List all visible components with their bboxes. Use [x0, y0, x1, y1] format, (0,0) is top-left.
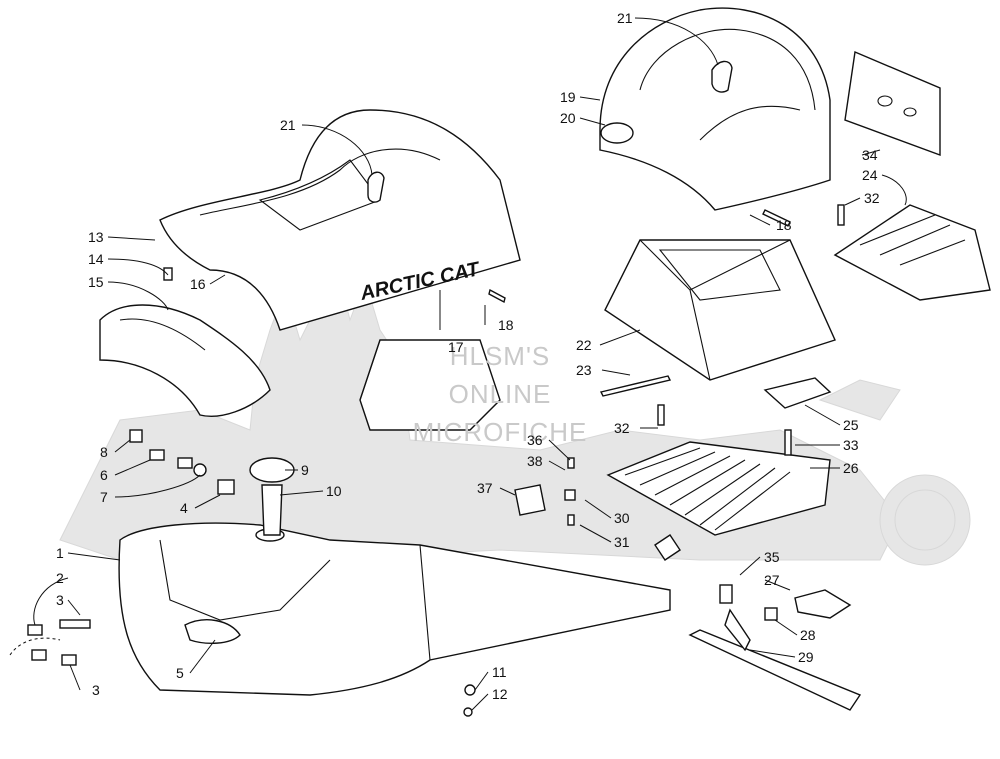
callout-7: 7	[100, 489, 108, 505]
seat-foam-block	[359, 339, 501, 431]
callout-19: 19	[560, 89, 576, 105]
callout-5: 5	[176, 665, 184, 681]
callout-32: 32	[864, 190, 880, 206]
callout-10: 10	[326, 483, 342, 499]
callout-9: 9	[301, 462, 309, 478]
callout-6: 6	[100, 467, 108, 483]
callout-15: 15	[88, 274, 104, 290]
tank-body	[118, 522, 671, 696]
callout-labels: 21 21 19 20 13 14 15 16 18 18 17 34 24 3…	[56, 10, 880, 702]
callout-31: 31	[614, 534, 630, 550]
lower-rail	[688, 629, 862, 711]
callout-23: 23	[576, 362, 592, 378]
rear-pad	[844, 51, 941, 157]
callout-8: 8	[100, 444, 108, 460]
callout-38: 38	[527, 453, 543, 469]
callout-18: 18	[498, 317, 514, 333]
watermark-line-3: MICROFICHE	[413, 417, 588, 447]
callout-28: 28	[800, 627, 816, 643]
callout-1: 1	[56, 545, 64, 561]
floor-mat	[606, 441, 831, 536]
small-bracket	[763, 377, 832, 409]
callout-16: 16	[190, 276, 206, 292]
callout-37: 37	[477, 480, 493, 496]
watermark-text: HLSM'S ONLINE MICROFICHE	[413, 341, 588, 447]
main-seat: ARCTIC CAT	[159, 109, 521, 331]
callout-11: 11	[492, 664, 507, 680]
callout-20: 20	[560, 110, 576, 126]
callout-18: 18	[776, 217, 792, 233]
callout-34: 34	[862, 147, 878, 163]
rear-seat-cover	[599, 7, 831, 211]
callout-24: 24	[862, 167, 878, 183]
callout-36: 36	[527, 432, 543, 448]
callout-35: 35	[764, 549, 780, 565]
side-panel	[99, 304, 271, 417]
callout-3: 3	[56, 592, 64, 608]
callout-30: 30	[614, 510, 630, 526]
watermark-graphic	[59, 258, 971, 566]
callout-17: 17	[448, 339, 464, 355]
watermark-line-2: ONLINE	[449, 379, 552, 409]
storage-box	[604, 239, 836, 381]
callout-26: 26	[843, 460, 859, 476]
callout-25: 25	[843, 417, 859, 433]
callout-33: 33	[843, 437, 859, 453]
callout-12: 12	[492, 686, 508, 702]
callout-29: 29	[798, 649, 814, 665]
callout-21: 21	[617, 10, 633, 26]
callout-3: 3	[92, 682, 100, 698]
callout-22: 22	[576, 337, 592, 353]
callout-2: 2	[56, 570, 64, 586]
callout-32: 32	[614, 420, 630, 436]
callout-14: 14	[88, 251, 104, 267]
hardware	[27, 204, 852, 717]
callout-4: 4	[180, 500, 188, 516]
fuel-cap	[249, 457, 295, 536]
callout-21: 21	[280, 117, 296, 133]
rear-bracket-tray	[833, 204, 991, 301]
leader-lines	[9, 17, 907, 711]
callout-27: 27	[764, 572, 780, 588]
callout-13: 13	[88, 229, 104, 245]
watermark-line-1: HLSM'S	[450, 341, 551, 371]
